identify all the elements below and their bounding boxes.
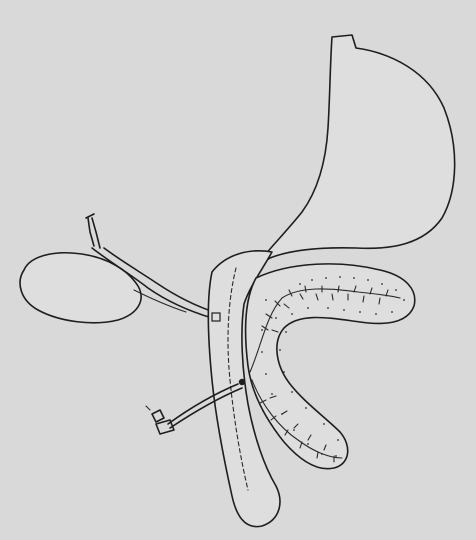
catheter-tip-icon <box>146 406 174 434</box>
stomach-outline <box>256 35 455 266</box>
duct-junction-marker <box>212 313 220 321</box>
pancreas-body <box>246 264 415 469</box>
gallbladder-outline <box>20 253 141 323</box>
